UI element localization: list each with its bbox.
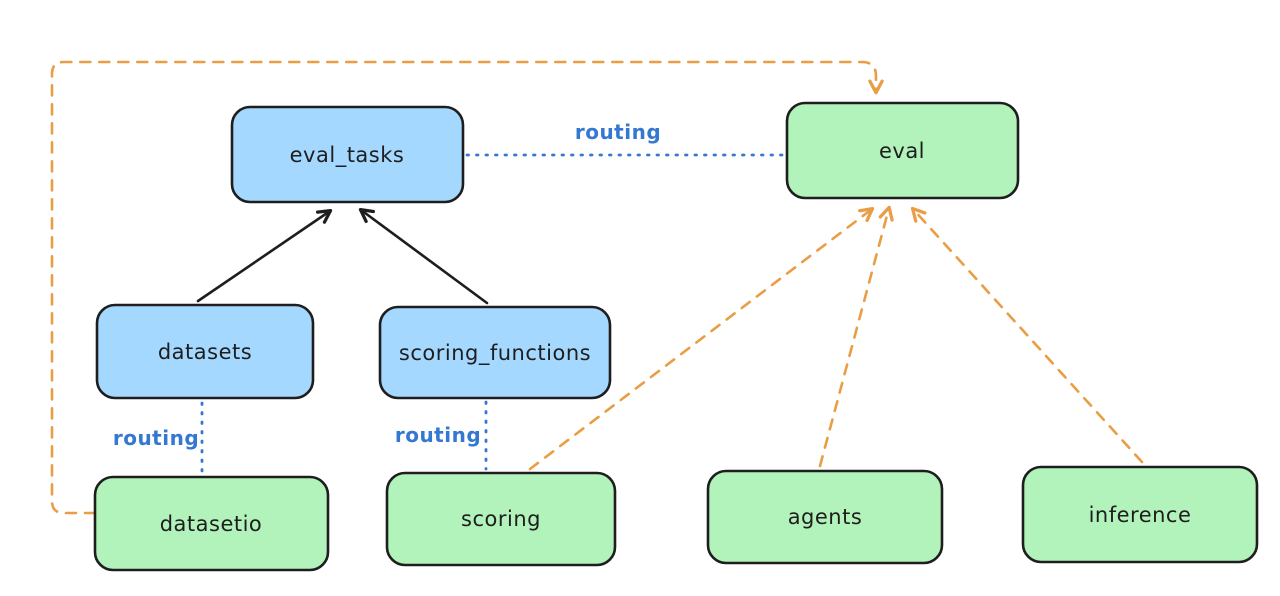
edge-scoring-to-eval xyxy=(528,206,875,471)
node-inference: inference xyxy=(1021,465,1259,564)
routing-label-datasets: routing xyxy=(113,426,199,450)
node-eval-box xyxy=(785,101,1020,200)
node-eval-tasks-box xyxy=(230,105,465,204)
node-scoring-box xyxy=(385,471,617,567)
routing-label-scoring: routing xyxy=(395,423,481,447)
edge-layer xyxy=(50,60,1144,515)
node-scoring-functions: scoring_functions xyxy=(378,305,612,400)
node-eval-tasks: eval_tasks xyxy=(230,105,465,204)
node-datasets-label: datasets xyxy=(158,340,252,364)
node-agents-label: agents xyxy=(788,505,863,529)
node-agents-box xyxy=(706,469,944,565)
node-scoring-label: scoring xyxy=(461,507,541,531)
node-datasetio-label: datasetio xyxy=(160,512,263,536)
edge-agents-to-eval xyxy=(818,205,894,468)
node-agents: agents xyxy=(706,469,944,565)
node-scoring-functions-box xyxy=(378,305,612,400)
routing-label-top: routing xyxy=(575,120,661,144)
node-eval: eval xyxy=(785,101,1020,200)
node-eval-label: eval xyxy=(879,139,925,163)
node-inference-label: inference xyxy=(1089,503,1192,527)
node-datasets-box xyxy=(95,303,315,400)
node-datasetio: datasetio xyxy=(93,475,330,572)
edge-datasetio-to-eval xyxy=(50,60,884,515)
node-scoring: scoring xyxy=(385,471,617,567)
edge-inference-to-eval xyxy=(910,206,1144,464)
node-scoring-functions-label: scoring_functions xyxy=(399,341,591,366)
node-datasetio-box xyxy=(93,475,330,572)
edge-datasets-to-eval-tasks xyxy=(196,208,333,303)
node-eval-tasks-label: eval_tasks xyxy=(290,143,405,168)
node-datasets: datasets xyxy=(95,303,315,400)
node-inference-box xyxy=(1021,465,1259,564)
edge-scoring-functions-to-eval-tasks xyxy=(358,207,489,305)
